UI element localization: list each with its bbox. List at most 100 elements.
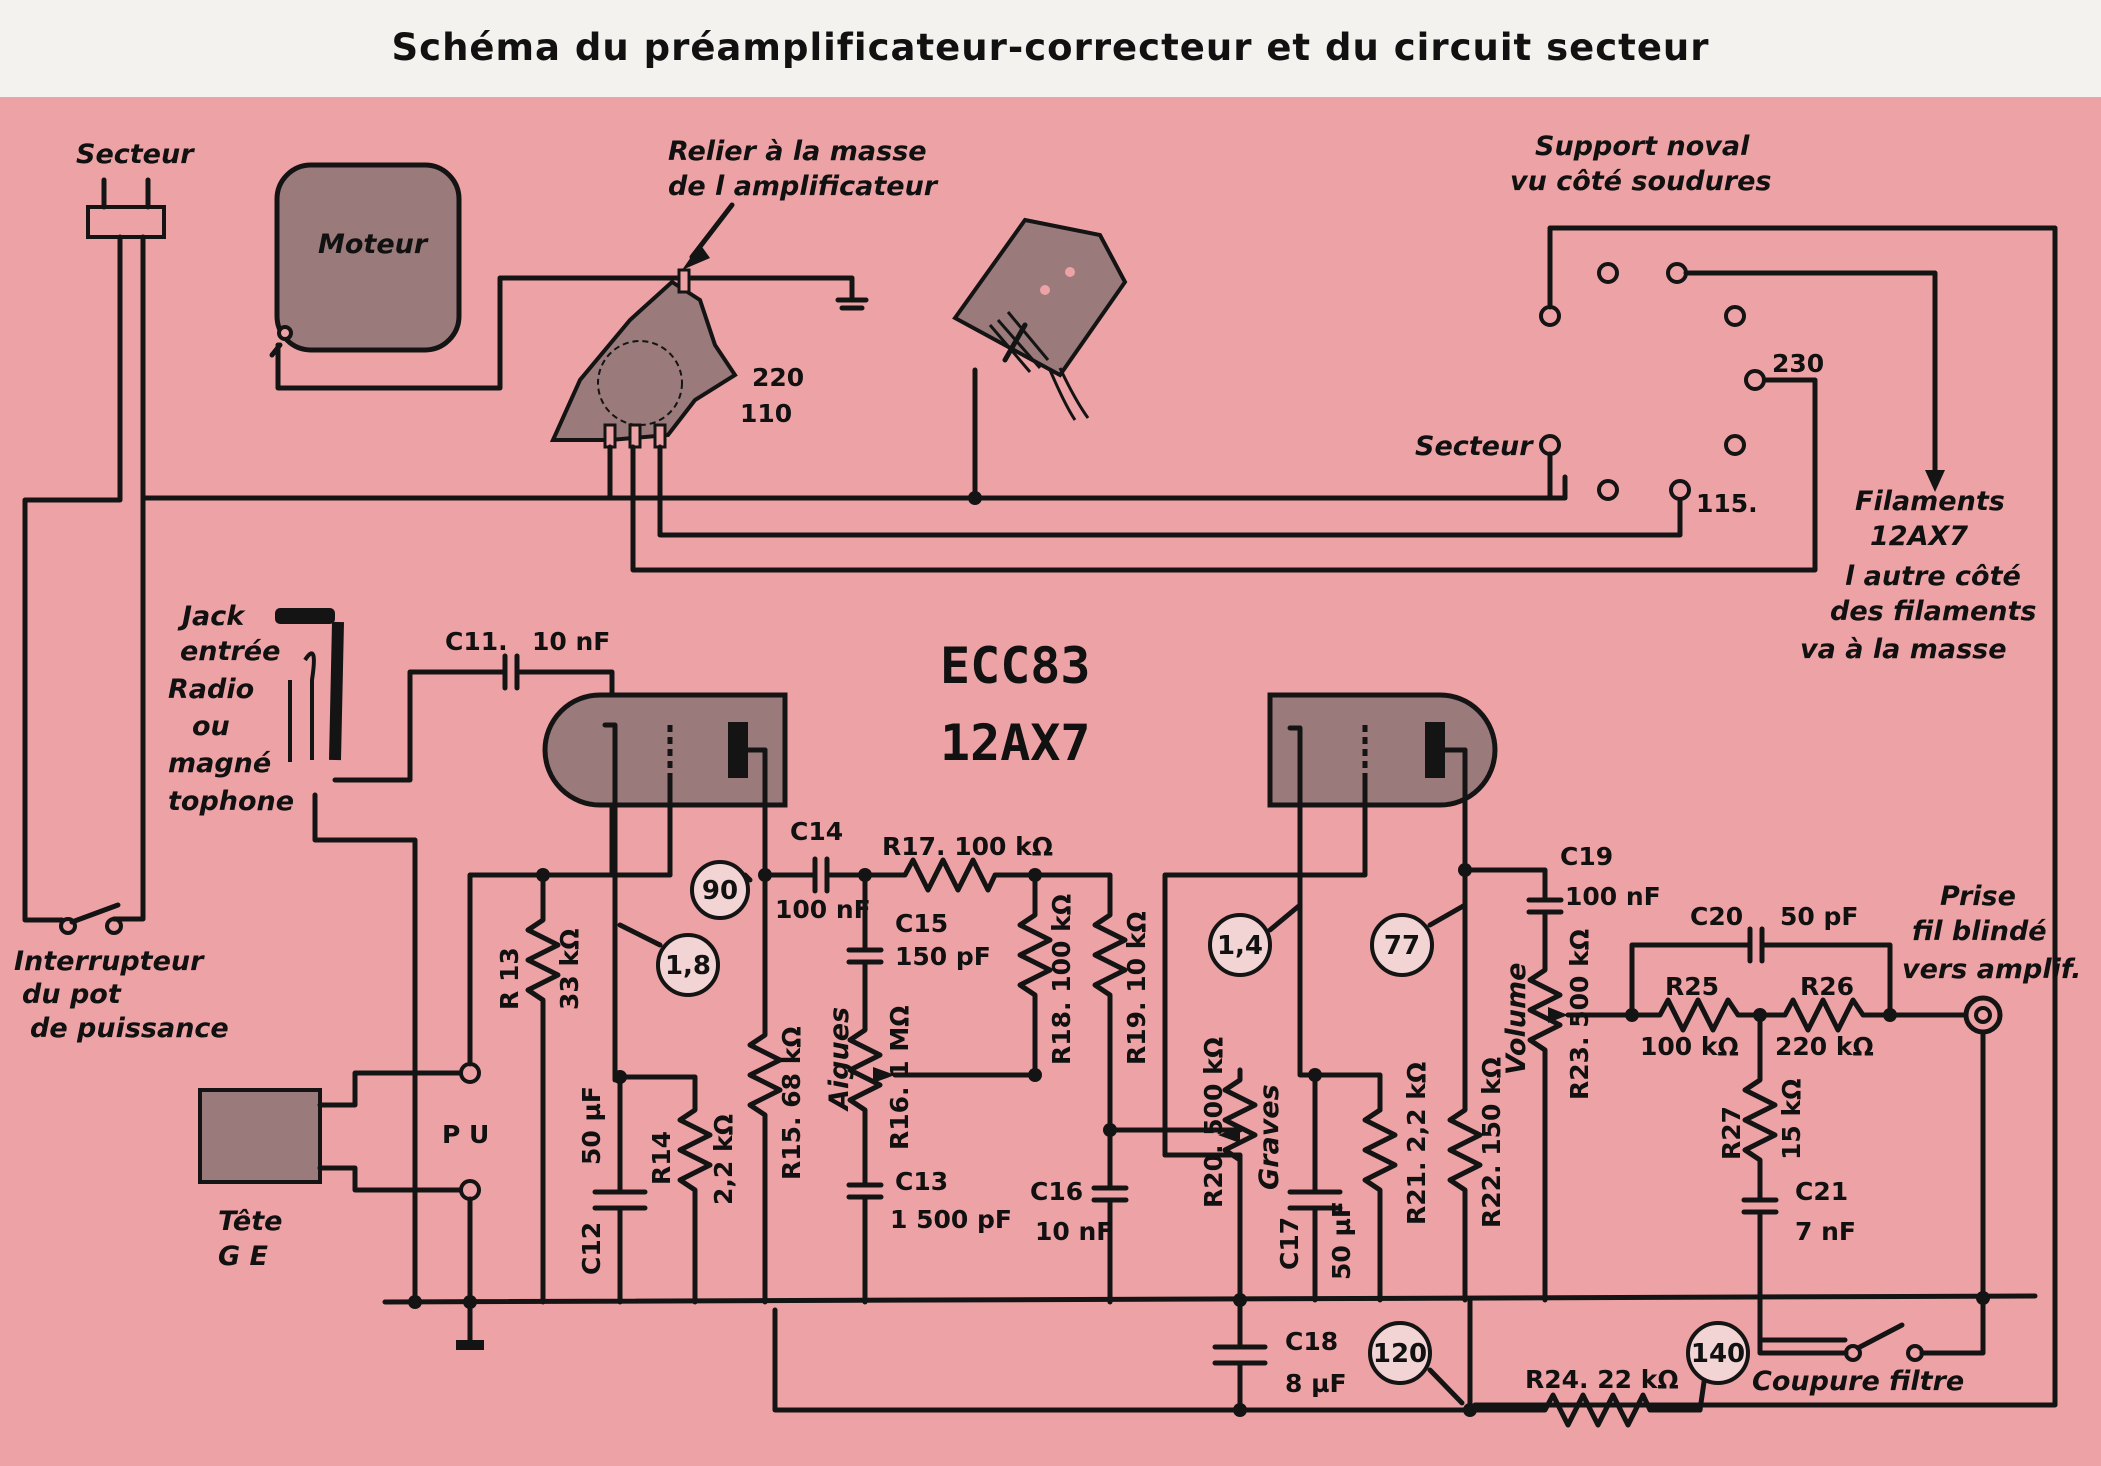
filaments-label-4: des filaments <box>1830 596 2036 627</box>
r22-label: R22. 150 kΩ <box>1477 1057 1506 1228</box>
r15-resistor-icon <box>747 1022 783 1305</box>
wiper-arrow-icon <box>1218 1127 1240 1143</box>
jack-label-4: ou <box>192 711 230 742</box>
svg-text:77: 77 <box>1384 931 1420 961</box>
tube-2-triode-icon <box>1162 692 1498 1158</box>
moteur-label: Moteur <box>318 229 429 260</box>
r21-resistor-icon <box>1362 1107 1398 1303</box>
c15-label: C15 <box>895 909 948 938</box>
mains-wire-right <box>140 234 1568 501</box>
r27-value: 15 kΩ <box>1777 1079 1806 1160</box>
voltage-selector-icon <box>549 268 1818 573</box>
c16-label: C16 <box>1030 1177 1083 1206</box>
noval-socket-icon <box>1472 225 2058 1408</box>
c11-value: 10 nF <box>532 627 610 656</box>
tete-label-1: Tête <box>218 1206 282 1237</box>
v115-label: 115. <box>1696 489 1758 518</box>
junction-dot <box>463 1295 477 1309</box>
c14-capacitor-icon <box>762 856 868 894</box>
filaments-label-2: 12AX7 <box>1870 521 1968 552</box>
r13-label: R 13 <box>495 947 524 1010</box>
jack-label-1: Jack <box>177 601 246 632</box>
r22-resistor-icon <box>1447 867 1483 1303</box>
c20-capacitor-icon <box>1629 926 1893 1018</box>
c12-value: 50 µF <box>577 1086 606 1165</box>
r17-label: R17. 100 kΩ <box>882 832 1053 861</box>
r27-resistor-icon <box>1742 1012 1778 1203</box>
ground-symbol-icon <box>456 1299 484 1350</box>
c16-value: 10 nF <box>1035 1217 1113 1246</box>
junction-dot <box>1976 1291 1990 1305</box>
c15-value: 150 pF <box>895 942 991 971</box>
c20-label: C20 <box>1690 902 1743 931</box>
voltage-marker-140: 140 <box>1686 1321 1750 1413</box>
coupure-filtre-switch-icon <box>1757 1297 1986 1362</box>
r23-volume-pot-icon <box>1527 957 1563 1303</box>
filaments-label-5: va à la masse <box>1800 634 2007 665</box>
c17-capacitor-icon <box>1287 1072 1343 1303</box>
r19-resistor-icon <box>1032 872 1128 1133</box>
c13-value: 1 500 pF <box>890 1205 1012 1234</box>
wiper-arrow-icon <box>873 1067 895 1083</box>
aigues-label: Aigues <box>824 1007 855 1112</box>
c17-label: C17 <box>1275 1217 1304 1270</box>
tube-1-triode-icon <box>542 692 788 1083</box>
filaments-label-1: Filaments <box>1855 486 2005 517</box>
mains-plug-icon <box>86 177 166 239</box>
prise-label-1: Prise <box>1940 881 2016 912</box>
r16-label: R16. 1 MΩ <box>885 1006 914 1150</box>
v230-label: 230 <box>1772 349 1824 378</box>
relier-label-1: Relier à la masse <box>668 136 927 167</box>
coupure-filtre-label: Coupure filtre <box>1752 1366 1964 1397</box>
c13-capacitor-icon <box>846 1182 884 1305</box>
tube-label-1: ECC83 <box>940 637 1091 695</box>
c12-label: C12 <box>577 1222 606 1275</box>
relier-label-2: de l amplificateur <box>668 171 939 202</box>
c12-capacitor-icon <box>592 1074 648 1305</box>
r18-resistor-icon <box>1017 872 1053 1078</box>
output-jack-icon <box>1963 995 2003 1303</box>
c13-label: C13 <box>895 1167 948 1196</box>
r25-resistor-icon <box>1629 997 1763 1033</box>
support-label-2: vu côté soudures <box>1510 166 1771 197</box>
c19-capacitor-icon <box>1462 867 1564 963</box>
c18-value: 8 µF <box>1285 1369 1347 1398</box>
r20-label: R20. 500 kΩ <box>1199 1037 1228 1208</box>
cartridge-icon <box>952 217 1128 501</box>
mains-wire-left <box>22 234 123 923</box>
r25-label: R25 <box>1665 972 1719 1001</box>
volume-label: Volume <box>1501 963 1532 1075</box>
r17-resistor-icon <box>862 857 1038 893</box>
graves-label: Graves <box>1254 1084 1285 1190</box>
r19-label: R19. 10 kΩ <box>1122 911 1151 1065</box>
r26-resistor-icon <box>1757 997 1893 1033</box>
c17-value: 50 µF <box>1327 1201 1356 1280</box>
interrupteur-label-3: de puissance <box>30 1013 229 1044</box>
r18-label: R18. 100 kΩ <box>1047 894 1076 1065</box>
junction-dot <box>1233 1403 1247 1417</box>
tube-label-2: 12AX7 <box>940 714 1091 772</box>
r14-resistor-icon <box>617 1074 713 1305</box>
filaments-label-3: l autre côté <box>1845 561 2021 592</box>
c21-value: 7 nF <box>1795 1217 1856 1246</box>
secteur-plug-label: Secteur <box>76 139 195 170</box>
r26-label: R26 <box>1800 972 1854 1001</box>
v110-label: 110 <box>740 399 792 428</box>
r26-value: 220 kΩ <box>1775 1032 1874 1061</box>
pu-label: P U <box>442 1120 489 1149</box>
tete-label-2: G E <box>218 1241 269 1272</box>
svg-text:140: 140 <box>1691 1339 1745 1369</box>
voltage-marker-90: 90 <box>690 860 753 920</box>
r20-graves-pot-icon <box>1222 1067 1258 1303</box>
svg-text:1,8: 1,8 <box>665 951 711 981</box>
schematic-diagram: Secteur Interrupteur du pot de puissance… <box>14 131 2081 1428</box>
r16-aigues-pot-icon <box>847 1017 883 1188</box>
secteur-socket-label: Secteur <box>1415 431 1534 462</box>
schematic-sheet: Secteur Interrupteur du pot de puissance… <box>0 97 2101 1466</box>
c11-label: C11. <box>445 627 508 656</box>
r24-label: R24. 22 kΩ <box>1525 1365 1679 1394</box>
jack-label-6: tophone <box>168 786 294 817</box>
c18-label: C18 <box>1285 1327 1338 1356</box>
voltage-marker-1-4: 1,4 <box>1208 902 1303 977</box>
junction-dot <box>1028 1068 1042 1082</box>
